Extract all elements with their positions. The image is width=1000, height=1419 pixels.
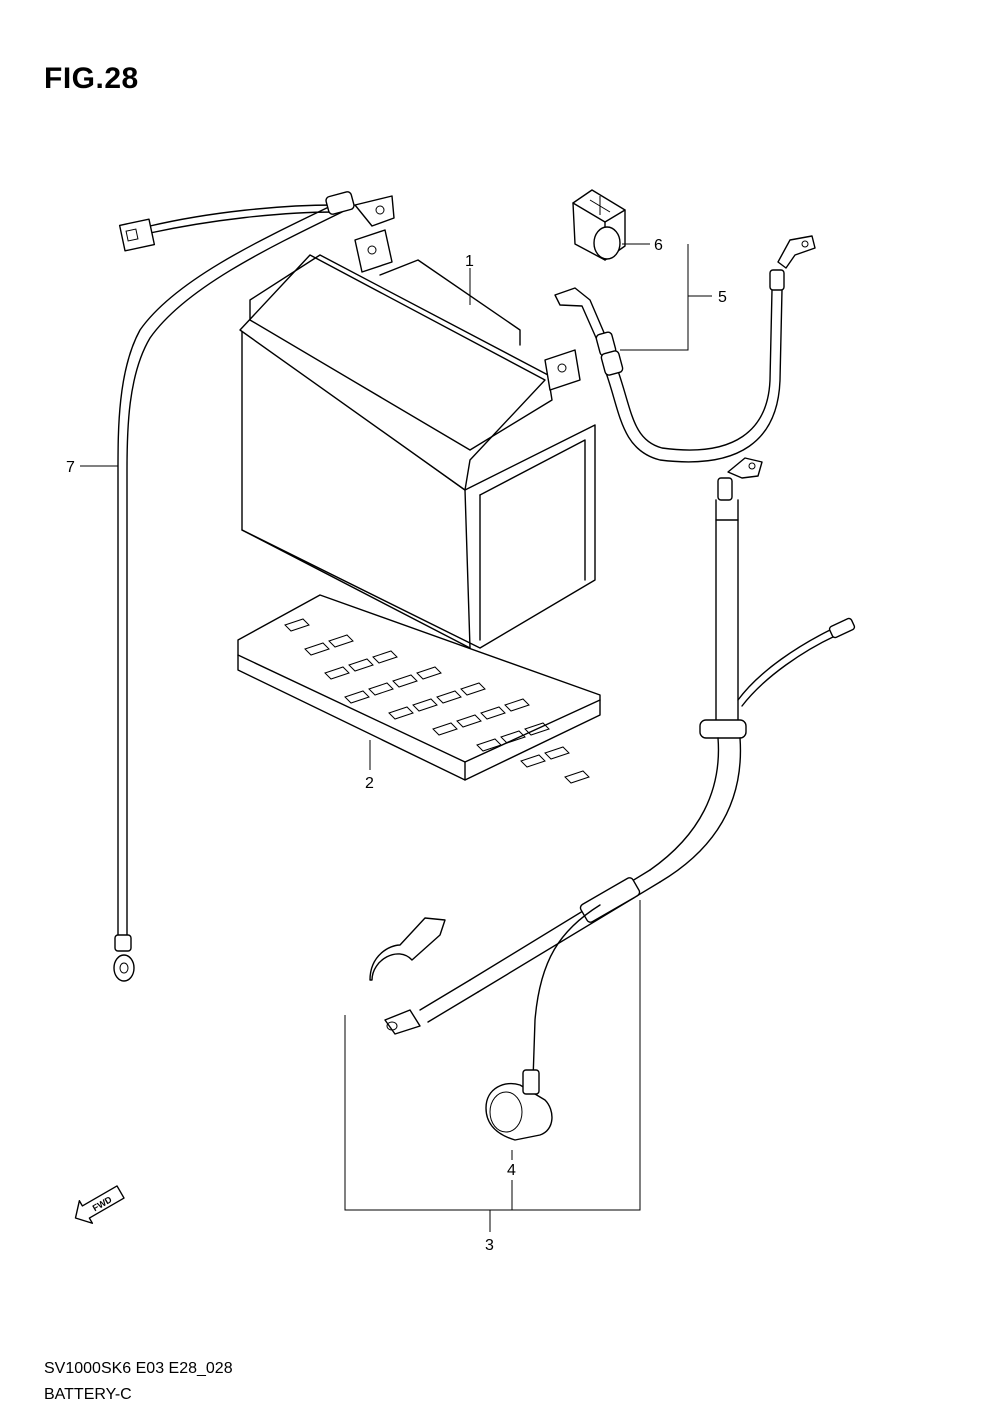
tray-slot	[344, 690, 370, 704]
callout-7: 7	[66, 459, 75, 476]
part-1-battery	[239, 229, 596, 649]
part-3-cable-assembly	[369, 457, 856, 1081]
tray-slot	[520, 754, 546, 768]
part-7-wire-harness	[113, 191, 395, 982]
tray-slot	[416, 666, 442, 680]
tray-slot	[324, 666, 350, 680]
tray-slot	[328, 634, 354, 648]
tray-slot	[348, 658, 374, 672]
callout-5: 5	[718, 289, 727, 306]
tray-slot	[388, 706, 414, 720]
tray-slot	[500, 730, 526, 744]
tray-slot	[460, 682, 486, 696]
tray-slot	[368, 682, 394, 696]
tray-slot	[372, 650, 398, 664]
tray-slot	[436, 690, 462, 704]
part-4-terminal-boot	[485, 1069, 553, 1141]
tray-slot	[432, 722, 458, 736]
tray-slot	[456, 714, 482, 728]
tray-slot	[544, 746, 570, 760]
tray-slots	[284, 618, 590, 784]
tray-slot	[564, 770, 590, 784]
tray-slot	[524, 722, 550, 736]
callout-4: 4	[507, 1162, 516, 1179]
section-name: BATTERY-C	[44, 1386, 132, 1403]
callout-2: 2	[365, 775, 374, 792]
callout-6: 6	[654, 237, 663, 254]
tray-slot	[480, 706, 506, 720]
part-5-battery-cable	[554, 235, 816, 463]
tray-slot	[412, 698, 438, 712]
callout-3: 3	[485, 1237, 494, 1254]
part-2-tray	[237, 594, 601, 784]
part-6-terminal-cover	[572, 189, 626, 261]
tray-slot	[392, 674, 418, 688]
tray-slot	[304, 642, 330, 656]
tray-slot	[504, 698, 530, 712]
callout-1: 1	[465, 253, 474, 270]
tray-slot	[284, 618, 310, 632]
fwd-arrow-icon: FWD	[74, 1185, 125, 1224]
figure-title: FIG.28	[44, 62, 139, 95]
leader-lines	[80, 243, 712, 1232]
tray-slot	[476, 738, 502, 752]
model-code: SV1000SK6 E03 E28_028	[44, 1360, 233, 1377]
